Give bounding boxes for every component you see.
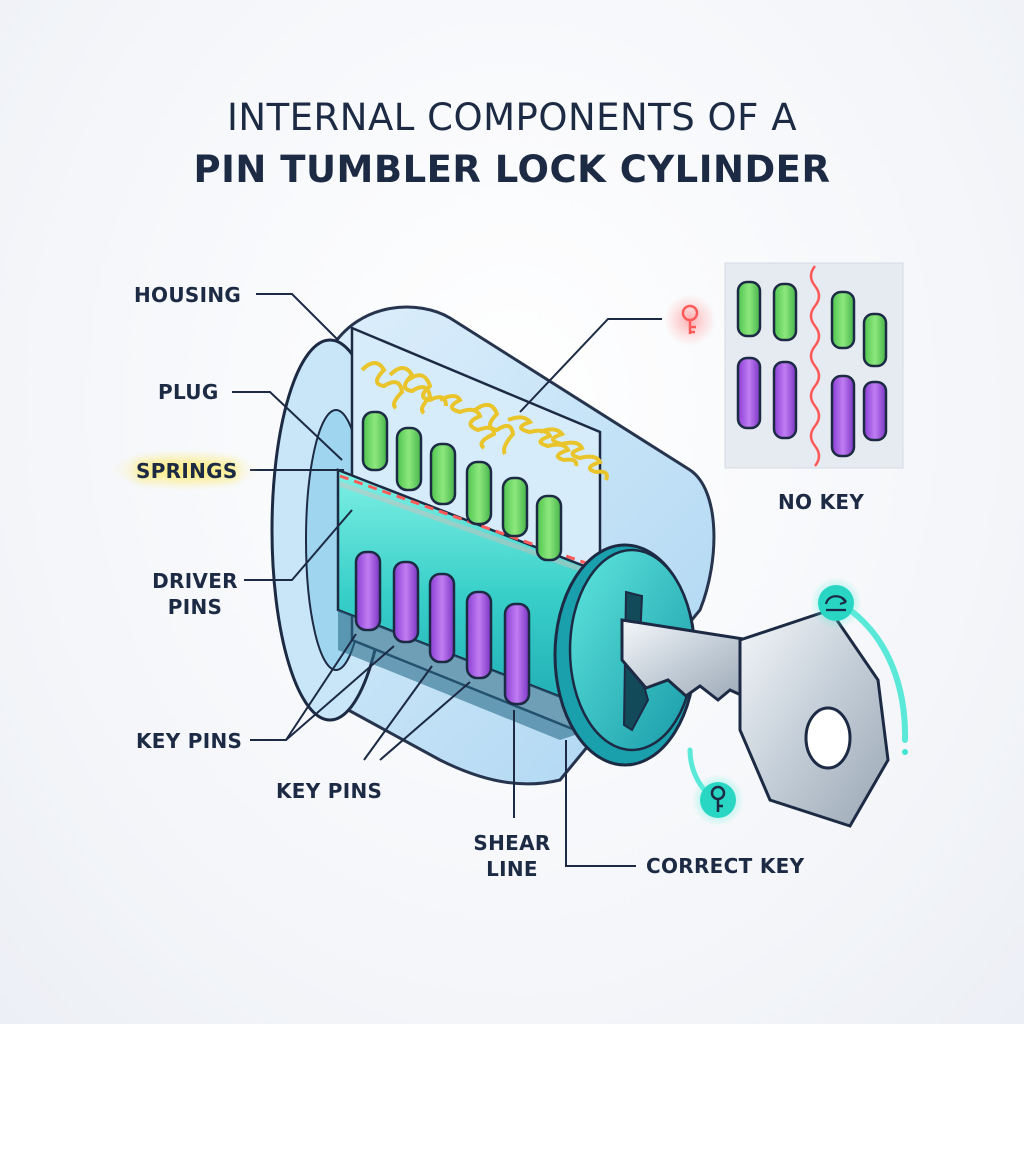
label-shear-line-2: LINE <box>486 857 538 881</box>
key-icon <box>710 785 726 812</box>
red-key-badge <box>664 294 716 346</box>
key-icon <box>681 304 699 334</box>
bottom-margin <box>0 1024 1024 1154</box>
label-driver-pins-line-2: PINS <box>167 595 223 619</box>
leader-lines <box>232 293 662 867</box>
label-key-pins-center: KEY PINS <box>276 779 383 803</box>
no-key-inset <box>724 262 904 469</box>
label-key-pins-left: KEY PINS <box>136 729 243 753</box>
rotation-arc <box>847 607 909 743</box>
label-correct-key: CORRECT KEY <box>646 854 805 878</box>
teal-key-badge <box>692 774 744 826</box>
label-springs: SPRINGS <box>136 459 238 483</box>
driver-pins <box>361 410 563 562</box>
no-key-shear-line <box>809 265 821 467</box>
label-housing: HOUSING <box>134 283 242 307</box>
label-driver-pins: DRIVER PINS <box>140 568 250 620</box>
title-line-1: INTERNAL COMPONENTS OF A <box>226 96 798 139</box>
rotate-badge <box>810 577 862 629</box>
label-shear-line: SHEAR LINE <box>462 830 562 882</box>
title-line-2: PIN TUMBLER LOCK CYLINDER <box>193 148 831 191</box>
lock-cylinder-diagram <box>232 262 909 867</box>
rotate-arrow-icon <box>824 595 847 612</box>
label-driver-pins-line-1: DRIVER <box>152 569 238 593</box>
springs <box>360 361 609 481</box>
label-plug: PLUG <box>158 380 219 404</box>
label-no-key: NO KEY <box>778 490 865 514</box>
key-pins <box>354 550 531 706</box>
springs-glow <box>112 450 258 490</box>
correct-key <box>620 608 890 828</box>
label-shear-line-1: SHEAR <box>473 831 551 855</box>
